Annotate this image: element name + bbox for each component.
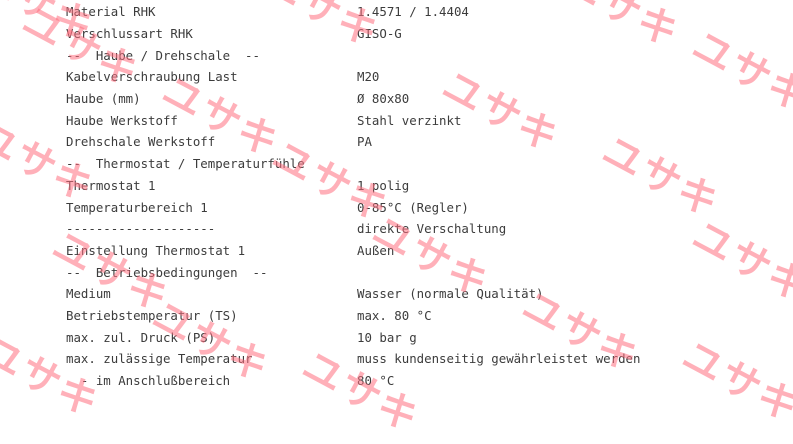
- spec-label: --------------------: [66, 221, 216, 236]
- spec-row: Haube (mm) Ø 80x80: [0, 88, 793, 110]
- spec-row: - im Anschlußbereich 80 °C: [0, 370, 793, 392]
- spec-value: 10 bar g: [357, 330, 417, 345]
- spec-label: Verschlussart RHK: [66, 26, 193, 41]
- spec-label: - im Anschlußbereich: [66, 373, 231, 388]
- spec-value: 80 °C: [357, 373, 395, 388]
- section-heading-text: -- Betriebsbedingungen --: [66, 265, 268, 280]
- spec-label: Einstellung Thermostat 1: [66, 243, 246, 258]
- spec-value: 1.4571 / 1.4404: [357, 4, 469, 19]
- spec-label: Haube Werkstoff: [66, 113, 178, 128]
- spec-label: Material RHK: [66, 4, 156, 19]
- section-heading: -- Haube / Drehschale --: [0, 45, 793, 67]
- spec-value: GISO-G: [357, 26, 402, 41]
- section-heading-text: -- Thermostat / Temperaturfühle: [66, 156, 305, 171]
- spec-row: -------------------- direkte Verschaltung: [0, 218, 793, 240]
- spec-sheet: Material RHK 1.4571 / 1.4404 Verschlussar…: [0, 1, 793, 392]
- spec-row: Drehschale Werkstoff PA: [0, 131, 793, 153]
- spec-row: Medium Wasser (normale Qualität): [0, 283, 793, 305]
- spec-row: max. zul. Druck (PS) 10 bar g: [0, 327, 793, 349]
- section-heading: -- Thermostat / Temperaturfühle: [0, 153, 793, 175]
- spec-label: max. zulässige Temperatur: [66, 351, 253, 366]
- spec-row: Verschlussart RHK GISO-G: [0, 23, 793, 45]
- spec-row: Material RHK 1.4571 / 1.4404: [0, 1, 793, 23]
- spec-label: Drehschale Werkstoff: [66, 134, 216, 149]
- spec-value: PA: [357, 134, 372, 149]
- spec-label: Haube (mm): [66, 91, 141, 106]
- spec-label: Betriebstemperatur (TS): [66, 308, 238, 323]
- spec-row: Betriebstemperatur (TS) max. 80 °C: [0, 305, 793, 327]
- spec-label: Kabelverschraubung Last: [66, 69, 238, 84]
- spec-label: Medium: [66, 286, 111, 301]
- spec-value: direkte Verschaltung: [357, 221, 507, 236]
- spec-value: Außen: [357, 243, 395, 258]
- spec-value: Stahl verzinkt: [357, 113, 462, 128]
- spec-label: Thermostat 1: [66, 178, 156, 193]
- spec-row: Einstellung Thermostat 1 Außen: [0, 240, 793, 262]
- spec-value: Wasser (normale Qualität): [357, 286, 544, 301]
- section-heading-text: -- Haube / Drehschale --: [66, 48, 260, 63]
- spec-value: 1 polig: [357, 178, 410, 193]
- spec-value: Ø 80x80: [357, 91, 410, 106]
- spec-row: Kabelverschraubung Last M20: [0, 66, 793, 88]
- spec-row: max. zulässige Temperatur muss kundenseit…: [0, 348, 793, 370]
- spec-row: Thermostat 1 1 polig: [0, 175, 793, 197]
- spec-label: Temperaturbereich 1: [66, 200, 208, 215]
- spec-value: max. 80 °C: [357, 308, 432, 323]
- spec-row: Temperaturbereich 1 0-85°C (Regler): [0, 197, 793, 219]
- spec-label: max. zul. Druck (PS): [66, 330, 216, 345]
- spec-row: Haube Werkstoff Stahl verzinkt: [0, 110, 793, 132]
- spec-value: 0-85°C (Regler): [357, 200, 469, 215]
- spec-value: muss kundenseitig gewährleistet werden: [357, 351, 641, 366]
- spec-value: M20: [357, 69, 380, 84]
- section-heading: -- Betriebsbedingungen --: [0, 262, 793, 284]
